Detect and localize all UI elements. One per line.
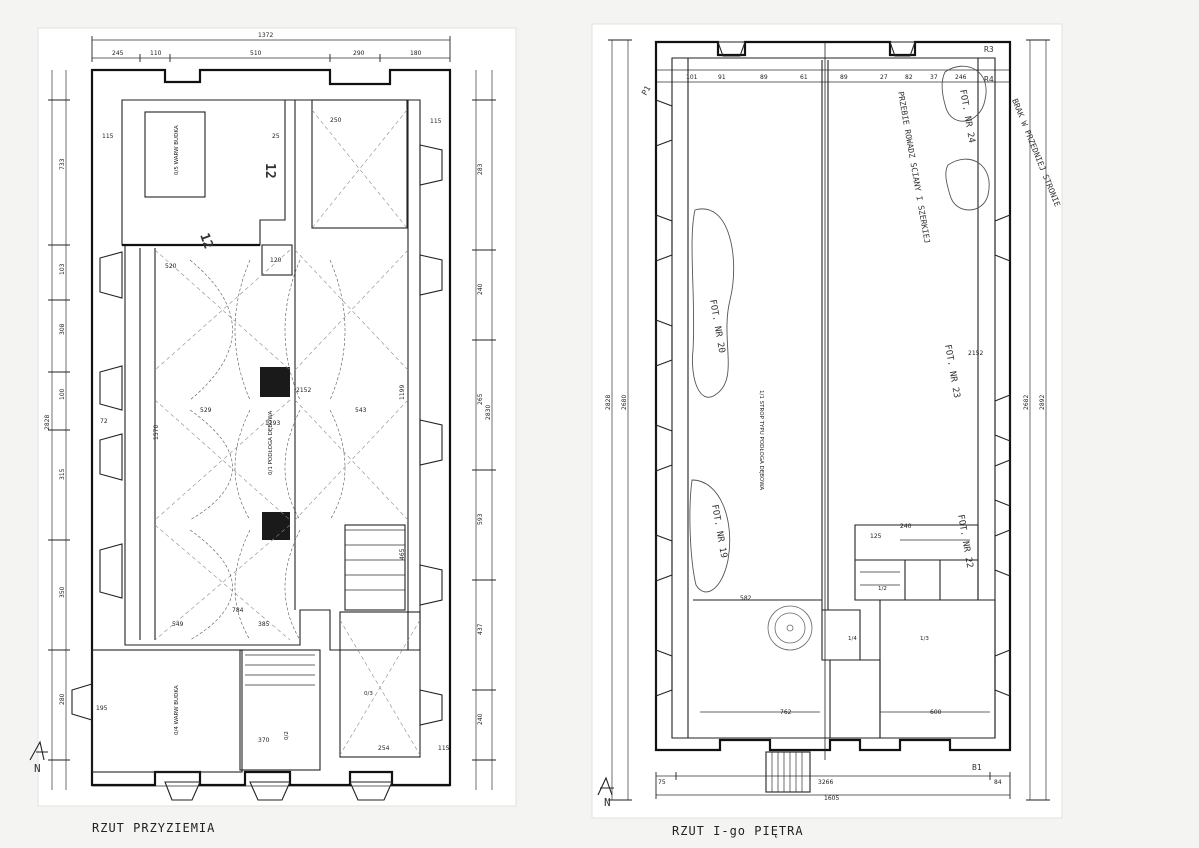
plan-caption: RZUT I-go PIĘTRA (672, 824, 804, 838)
inner-dim: 250 (330, 117, 342, 124)
room-name: 0/5 WARW BUDKA (174, 125, 180, 175)
inner-dim: 600 (930, 709, 942, 716)
top-total-dim: 1372 (258, 32, 273, 39)
section-mark: R3 (984, 45, 994, 54)
inner-dim: 2152 (296, 387, 311, 394)
inner-dim: 784 (232, 607, 244, 614)
right-dim: 593 (477, 513, 484, 525)
left-total-dim: 2680 (621, 395, 628, 410)
plan-caption: RZUT PRZYZIEMIA (92, 821, 215, 835)
top-dim-1: 245 (112, 50, 124, 57)
top-dim: 246 (955, 74, 967, 81)
north-label: N (604, 796, 611, 809)
left-dim: 308 (59, 323, 66, 335)
side-mark: 115 (430, 118, 442, 125)
room-name: 0/1 PODŁOGA DĘBOWA (268, 410, 274, 475)
north-arrow-icon: N (29, 740, 48, 775)
right-total-dim: 2892 (1039, 395, 1046, 410)
room-name: 1/1 STROP TYPU PODŁOGA DĘBOWA (758, 390, 764, 490)
room-name: 1/2 (878, 586, 887, 592)
inner-dim: 125 (870, 533, 882, 540)
left-dim: 103 (59, 263, 66, 275)
section-mark: B1 (972, 763, 982, 772)
ground-floor-plan: 1372 245 110 510 290 180 2828 733 103 30… (29, 27, 517, 835)
top-dim: 101 (686, 74, 698, 81)
room-number-label: 12 (262, 163, 277, 179)
top-dim-2: 110 (150, 50, 162, 57)
top-dim-4: 290 (353, 50, 365, 57)
top-dim-3: 510 (250, 50, 262, 57)
stamp-icon (767, 605, 813, 651)
room-number-label: 12 (196, 231, 215, 251)
section-mark: P1 (640, 84, 653, 97)
room-name: 1/4 (848, 636, 857, 642)
top-dim: 37 (930, 74, 938, 81)
top-dim-5: 180 (410, 50, 422, 57)
right-dim: 240 (477, 713, 484, 725)
inner-dim: 370 (258, 737, 270, 744)
inner-dim: 520 (165, 263, 177, 270)
left-total-dim: 2828 (605, 395, 612, 410)
inner-dim: 762 (780, 709, 792, 716)
inner-dim: 254 (378, 745, 390, 752)
right-total-dim: 2830 (485, 405, 492, 420)
top-dim: 82 (905, 74, 913, 81)
right-dim: 283 (477, 163, 484, 175)
left-total-dim: 2828 (44, 415, 51, 430)
left-dim: 315 (59, 468, 66, 480)
top-dim: 27 (880, 74, 888, 81)
left-sheet (37, 27, 517, 807)
right-sheet (591, 23, 1063, 819)
room-name: 1/3 (920, 636, 929, 642)
bottom-total-dim: 1605 (824, 795, 839, 802)
left-dim: 733 (59, 158, 66, 170)
right-total-dim: 2682 (1023, 395, 1030, 410)
inner-dim: 195 (96, 705, 108, 712)
left-dim: 350 (59, 586, 66, 598)
north-arrow-icon: N (597, 776, 614, 809)
top-dim: 89 (840, 74, 848, 81)
inner-dim: 2152 (968, 350, 983, 357)
inner-dim: 543 (355, 407, 367, 414)
inner-dim: 549 (172, 621, 184, 628)
inner-dim: 1199 (399, 385, 406, 400)
inner-dim: 1570 (153, 425, 160, 440)
bottom-dim: 84 (994, 779, 1002, 786)
left-dim: 280 (59, 693, 66, 705)
inner-dim: 385 (258, 621, 270, 628)
room-name: 0/4 WARW BUDKA (174, 685, 180, 735)
bottom-dim: 3266 (818, 779, 833, 786)
room-name: 0/3 (364, 691, 373, 697)
right-dim: 265 (477, 393, 484, 405)
right-dim: 240 (477, 283, 484, 295)
north-label: N (34, 762, 41, 775)
inner-dim: 1193 (265, 420, 280, 427)
top-dim: 89 (760, 74, 768, 81)
room-name: 0/2 (284, 731, 290, 740)
side-mark: 115 (438, 745, 450, 752)
inner-dim: 240 (900, 523, 912, 530)
inner-dim: 582 (740, 595, 752, 602)
side-mark: 72 (100, 418, 108, 425)
top-dim: 61 (800, 74, 808, 81)
top-dim: 91 (718, 74, 726, 81)
bottom-dim: 75 (658, 779, 666, 786)
side-mark: 25 (272, 133, 280, 140)
side-mark: 115 (102, 133, 114, 140)
section-mark: R4 (984, 75, 994, 84)
inner-dim: 465 (399, 548, 406, 560)
first-floor-plan: 75 3266 84 1605 2828 2680 2892 2682 101 … (591, 23, 1063, 838)
inner-dim: 120 (270, 257, 282, 264)
left-dim: 100 (59, 388, 66, 400)
right-dim: 437 (477, 623, 484, 635)
inner-dim: 529 (200, 407, 212, 414)
